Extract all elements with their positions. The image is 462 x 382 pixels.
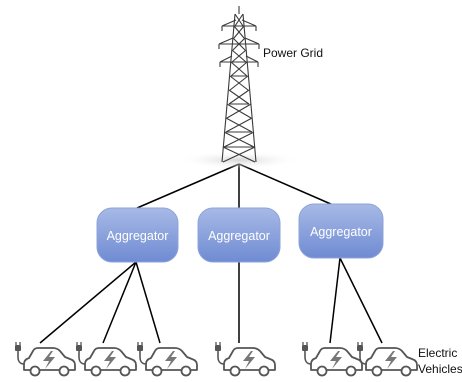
aggregator-3: Aggregator <box>298 203 384 259</box>
electric-car-icon <box>214 341 276 377</box>
transmission-tower-icon <box>177 6 301 169</box>
electric-car-icon <box>136 341 198 377</box>
aggregator-2: Aggregator <box>197 207 281 263</box>
connector-agg1-ev1 <box>39 261 137 344</box>
electric-car-icon <box>14 341 76 377</box>
electric-car-icon <box>75 341 137 377</box>
electric-car-icon <box>356 341 418 377</box>
power-grid-label: Power Grid <box>263 46 323 60</box>
connector-grid-agg1 <box>136 163 240 209</box>
connector-agg1-ev2 <box>102 261 137 344</box>
connector-agg3-ev6 <box>339 257 383 344</box>
aggregator-1-label: Aggregator <box>107 229 169 243</box>
electric-vehicles-label-line2: Vehicles <box>418 362 462 376</box>
aggregator-1: Aggregator <box>96 207 179 263</box>
connector-agg3-ev5 <box>329 257 341 344</box>
connector-grid-agg3 <box>238 163 341 209</box>
connectors <box>39 163 383 344</box>
aggregator-3-label: Aggregator <box>310 225 372 239</box>
connector-agg1-ev3 <box>135 261 161 344</box>
electric-vehicles-label-line1: Electric <box>418 346 457 360</box>
aggregator-2-label: Aggregator <box>208 229 270 243</box>
electric-car-icon <box>301 341 363 377</box>
